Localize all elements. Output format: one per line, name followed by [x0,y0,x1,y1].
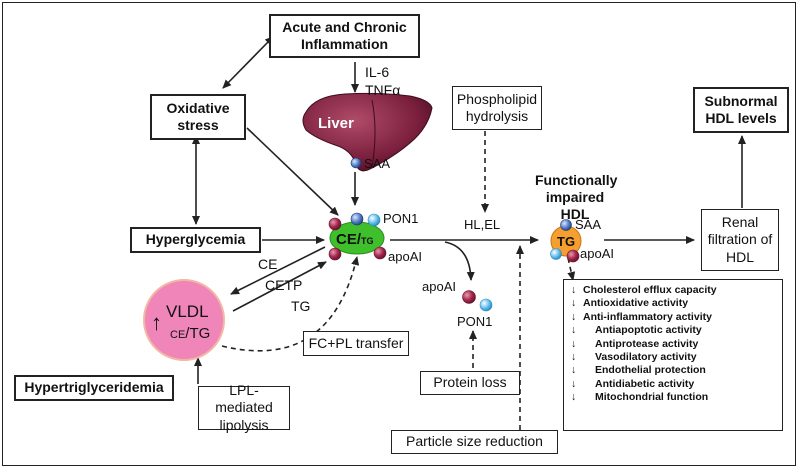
pon1-on-impaired [550,248,562,260]
effect-label: Mitochondrial function [595,391,709,404]
effect-label: Endothelial protection [595,364,706,377]
arrow-group [192,35,746,430]
apoai-free-label: apoAI [422,279,456,294]
effect-item: ↓ Antiapoptotic activity [571,324,777,337]
liver-label: Liver [318,115,354,132]
effect-label: Antiapoptotic activity [595,324,702,337]
tg-transfer-label: TG [291,298,311,314]
arrow-impaired-effects [567,257,576,281]
arrow-hdl-to-pon1 [444,241,475,281]
apoai-hdl-label: apoAI [388,249,422,264]
vldl-sub-tg: /TG [185,325,210,342]
pon1-free-label: PON1 [457,314,493,329]
cetp-label: CETP [265,277,303,293]
inflammation-box: Acute and Chronic Inflammation [269,14,420,58]
saa-impaired-label: SAA [575,217,602,232]
ce-transfer-label: CE [258,256,278,272]
pon1-hdl-label: PON1 [383,211,419,226]
fc-pl-transfer-box: FC+PL transfer [303,331,409,356]
saa-particle-liver [350,157,362,169]
lpl-lipolysis-box: LPL-mediated lipolysis [198,382,290,433]
saa-liver-label: SAA [364,156,391,171]
vldl-label: VLDL [166,302,209,321]
hdl-core-tg: TG [361,236,374,246]
effect-item: ↓ Mitochondrial function [571,391,777,404]
effect-item: ↓ Endothelial protection [571,364,777,377]
effect-label: Antioxidative activity [583,297,689,310]
apoai-impaired-label: apoAI [580,246,614,261]
effect-label: Anti-inflammatory activity [583,310,712,323]
impaired-core-label: TG [557,234,575,249]
saa-on-impaired [560,219,572,231]
apoai-free-particle [462,290,476,304]
arrow-oxidative-hdl [246,127,339,216]
hdl-core-label: CE/TG [336,231,374,248]
vldl-sublabel: CE/TG [170,325,210,342]
effect-item: ↓ Antiprotease activity [571,338,777,351]
down-arrow-icon: ↓ [571,364,577,377]
liver-shape [302,92,433,172]
hl-el-label: HL,EL [464,217,501,232]
hdl-dysfunction-effects-box: ↓ Cholesterol efflux capacity ↓ Antioxidati… [563,279,783,431]
particle-size-reduction-box: Particle size reduction [391,430,558,454]
figure-frame [2,2,796,466]
arrow-hdl-to-vldl-ce [230,246,326,295]
phospholipid-hydrolysis-box: Phospholipid hydrolysis [452,86,542,130]
subnormal-hdl-box: Subnormal HDL levels [693,87,789,133]
down-arrow-icon: ↓ [571,377,577,390]
effect-label: Vasodilatory activity [595,351,697,364]
hdl-core-ce: CE/ [336,231,362,248]
pon1-free-particle [479,298,493,312]
down-arrow-icon: ↓ [571,324,577,337]
arrow-inflammation-oxidative [222,35,274,89]
vldl-sub-ce: CE [170,329,185,341]
hypertriglyceridemia-box: Hypertriglyceridemia [14,375,174,401]
effect-label: Cholesterol efflux capacity [583,284,717,296]
down-arrow-icon: ↓ [571,351,577,364]
down-arrow-icon: ↓ [571,310,577,323]
renal-filtration-box: Renal filtration of HDL [701,209,779,271]
effect-item: ↓ Cholesterol efflux capacity [571,284,777,297]
hyperglycemia-box: Hyperglycemia [130,227,261,253]
down-arrow-icon: ↓ [571,391,577,404]
apoai-on-impaired [566,249,580,263]
effect-item: ↓ Anti-inflammatory activity [571,311,777,324]
effect-item: ↓ Antidiabetic activity [571,378,777,391]
apoai-on-hdl-right [373,246,387,260]
effect-item: ↓ Vasodilatory activity [571,351,777,364]
effect-label: Antiprotease activity [595,337,699,350]
apoai-on-hdl-left [328,217,342,231]
down-arrow-icon: ↓ [571,337,577,350]
effect-label: Antidiabetic activity [595,377,695,390]
oxidative-stress-box: Oxidative stress [150,94,246,140]
il6-label: IL-6 [365,64,390,80]
protein-loss-box: Protein loss [420,371,520,395]
effect-item: ↓ Antioxidative activity [571,297,777,310]
vldl-particle [143,279,225,361]
saa-on-hdl [350,212,364,226]
arrow-vldl-to-hdl-tg [232,261,327,312]
apoai-on-hdl-bottom-left [328,247,342,261]
down-arrow-icon: ↓ [571,297,577,310]
tnfa-label: TNFα [365,82,401,98]
vldl-arrow: ↑ [151,310,162,335]
pon1-on-hdl [367,213,381,227]
liver-lobe-line [371,99,376,169]
functionally-impaired-hdl-label: Functionally impaired HDL [535,172,618,222]
down-arrow-icon: ↓ [571,284,577,296]
